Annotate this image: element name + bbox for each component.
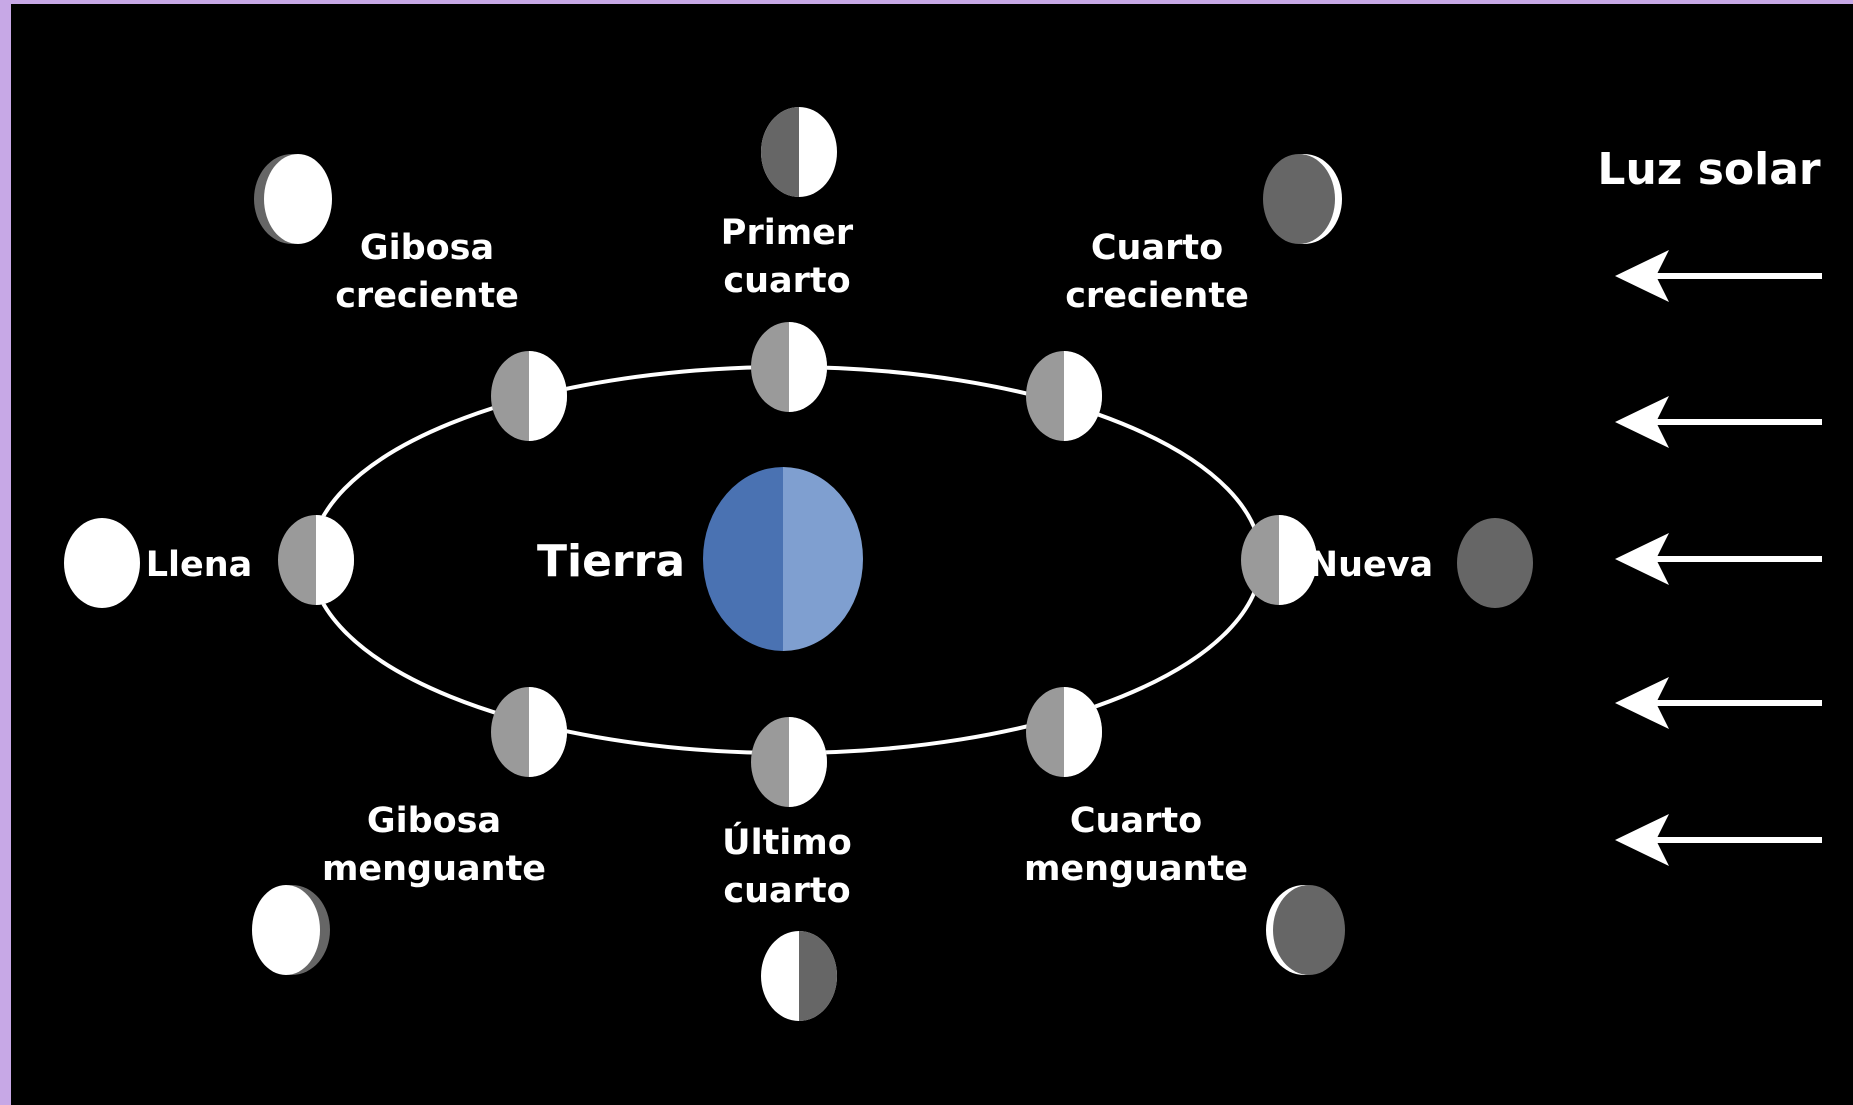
sunlight-arrow-icon	[1615, 250, 1822, 302]
sunlight-arrow-icon	[1615, 396, 1822, 448]
label-new: Nueva	[1309, 545, 1433, 585]
label-waning-crescent-1: Cuarto	[1070, 801, 1202, 841]
label-full: Llena	[146, 545, 253, 585]
earth-label: Tierra	[537, 536, 685, 587]
moon-phases-diagram: Tierra Llena Nueva Gibosa creciente Prim…	[64, 107, 1822, 1021]
diagram-frame: Tierra Llena Nueva Gibosa creciente Prim…	[11, 4, 1853, 1105]
label-first-quarter-1: Primer	[721, 213, 854, 253]
orbit-moon-full-position	[278, 515, 354, 605]
sunlight-arrow-icon	[1615, 677, 1822, 729]
label-waxing-gibbous-2: creciente	[335, 276, 519, 316]
label-waning-gibbous-1: Gibosa	[367, 801, 501, 841]
moon-first-quarter-icon	[761, 107, 837, 197]
sunlight-label: Luz solar	[1597, 144, 1820, 195]
orbit-moon-waxing-gibbous-position	[491, 351, 567, 441]
orbit-moon-waxing-crescent-position	[1026, 351, 1102, 441]
earth-icon	[703, 467, 863, 651]
moon-waning-crescent-icon	[1266, 885, 1345, 975]
label-last-quarter-2: cuarto	[723, 871, 850, 911]
moon-last-quarter-icon	[761, 931, 837, 1021]
label-waning-gibbous-2: menguante	[322, 849, 546, 889]
moon-full-icon	[64, 518, 140, 608]
sunlight-arrow-icon	[1615, 533, 1822, 585]
orbit-moon-new-position	[1241, 515, 1317, 605]
label-waxing-crescent-1: Cuarto	[1091, 228, 1223, 268]
label-waxing-crescent-2: creciente	[1065, 276, 1249, 316]
orbit-moon-waning-gibbous-position	[491, 687, 567, 777]
moon-waxing-gibbous-icon	[254, 154, 332, 244]
moon-waning-gibbous-icon	[252, 885, 330, 975]
label-first-quarter-2: cuarto	[723, 261, 850, 301]
moon-new-icon	[1457, 518, 1533, 608]
label-last-quarter-1: Último	[722, 821, 852, 863]
label-waning-crescent-2: menguante	[1024, 849, 1248, 889]
orbit-moon-last-quarter-position	[751, 717, 827, 807]
orbit-moon-waning-crescent-position	[1026, 687, 1102, 777]
label-waxing-gibbous-1: Gibosa	[360, 228, 494, 268]
sunlight-arrow-icon	[1615, 814, 1822, 866]
orbit-moon-first-quarter-position	[751, 322, 827, 412]
moon-waxing-crescent-icon	[1263, 154, 1342, 244]
